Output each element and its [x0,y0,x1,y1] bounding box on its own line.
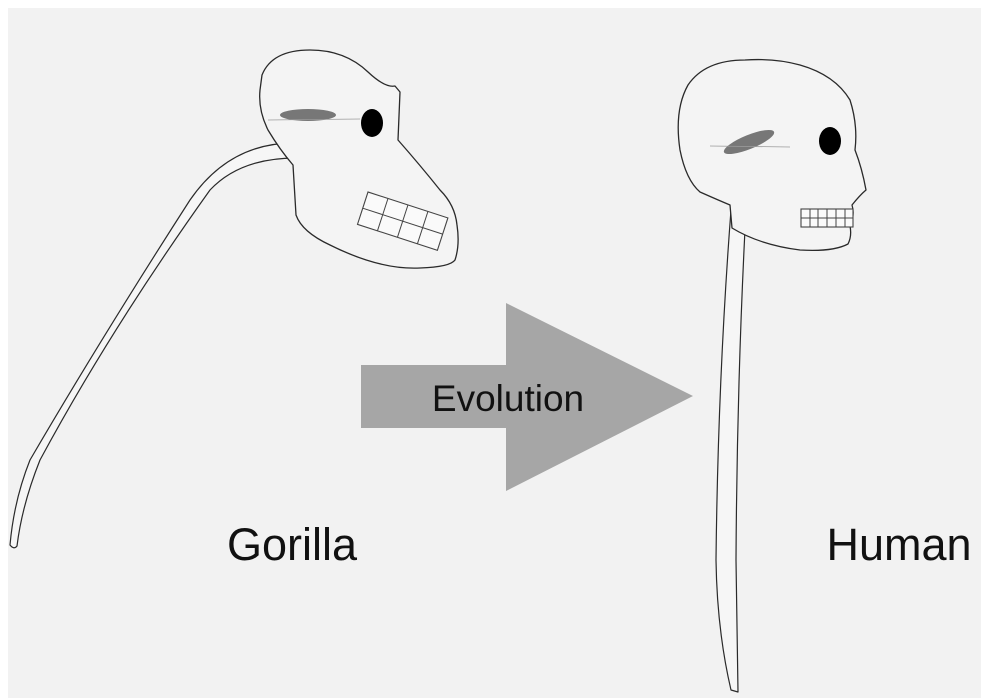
evolution-arrow-label: Evolution [432,378,584,419]
human-label: Human [826,519,971,570]
gorilla-label: Gorilla [227,519,358,570]
human-eye [819,127,841,155]
gorilla-eye [361,109,383,137]
human-teeth [801,209,853,227]
